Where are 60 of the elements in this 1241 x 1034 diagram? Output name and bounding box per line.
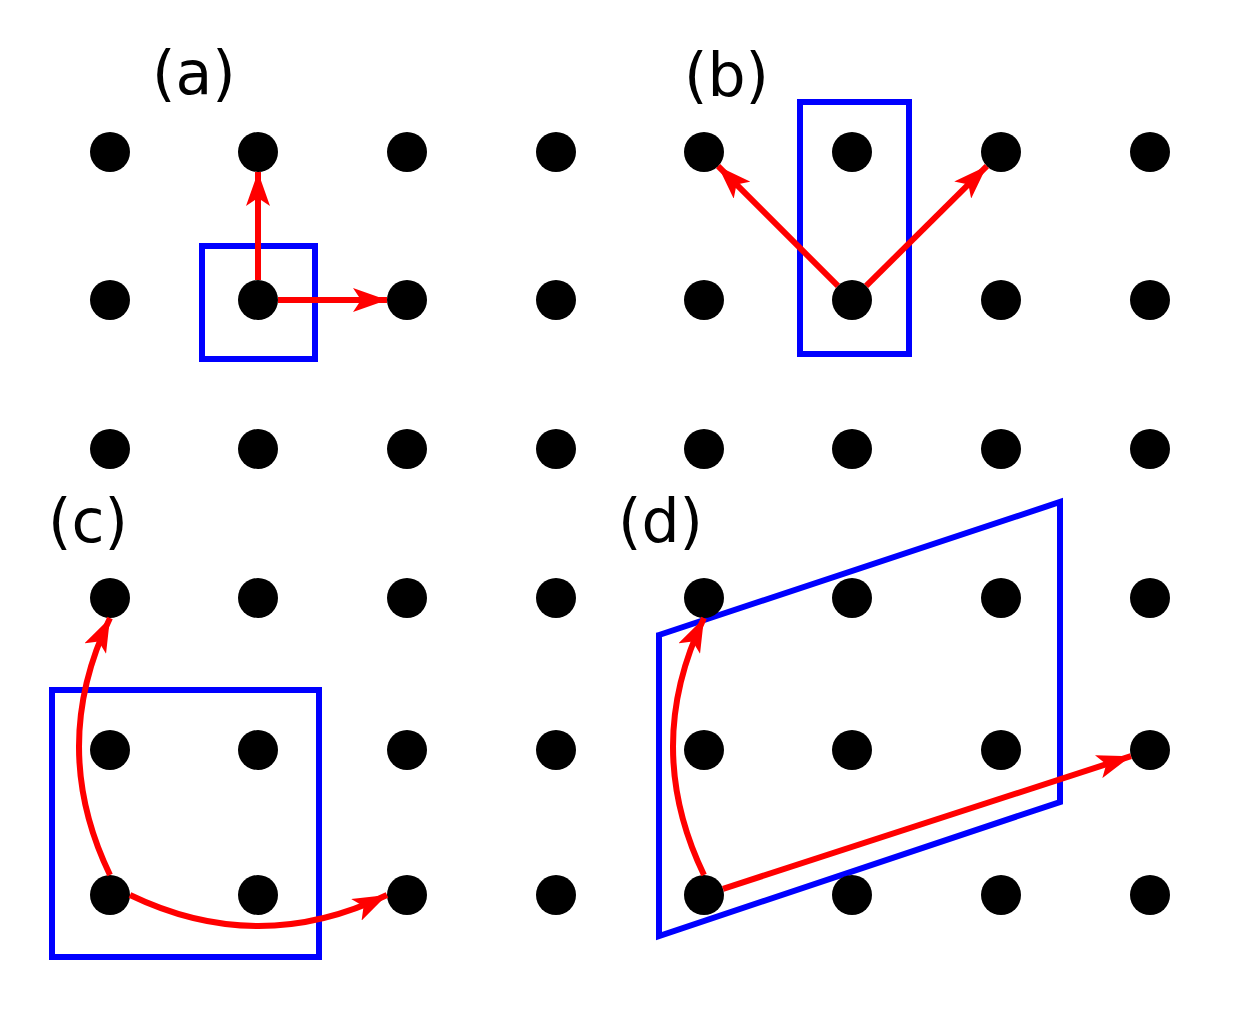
- lattice-point: [90, 280, 130, 320]
- lattice-point: [1130, 730, 1170, 770]
- lattice-point: [238, 578, 278, 618]
- lattice-point: [90, 875, 130, 915]
- lattice-point: [90, 132, 130, 172]
- lattice-point: [90, 429, 130, 469]
- lattice-point: [684, 429, 724, 469]
- lattice-point: [684, 280, 724, 320]
- lattice-point: [981, 875, 1021, 915]
- lattice-point: [238, 730, 278, 770]
- lattice-point: [981, 730, 1021, 770]
- panel-label: (d): [618, 486, 703, 556]
- lattice-point: [536, 429, 576, 469]
- lattice-point: [90, 730, 130, 770]
- lattice-point: [536, 730, 576, 770]
- lattice-point: [684, 578, 724, 618]
- lattice-point: [238, 132, 278, 172]
- lattice-point: [238, 429, 278, 469]
- lattice-point: [238, 280, 278, 320]
- lattice-point: [387, 132, 427, 172]
- lattice-point: [1130, 132, 1170, 172]
- lattice-point: [832, 280, 872, 320]
- lattice-point: [387, 875, 427, 915]
- lattice-point: [981, 578, 1021, 618]
- panel-label: (a): [152, 38, 236, 108]
- lattice-point: [832, 429, 872, 469]
- lattice-point: [981, 429, 1021, 469]
- lattice-point: [832, 578, 872, 618]
- lattice-vector-arrow: [128, 892, 389, 929]
- lattice-point: [684, 132, 724, 172]
- lattice-point: [684, 875, 724, 915]
- lattice-point: [981, 132, 1021, 172]
- lattice-vector-arrow: [864, 163, 989, 289]
- lattice-point: [387, 280, 427, 320]
- lattice-point: [387, 429, 427, 469]
- lattice-point: [1130, 429, 1170, 469]
- lattice-point: [90, 578, 130, 618]
- lattice-point: [387, 730, 427, 770]
- lattice-point: [536, 132, 576, 172]
- lattice-point: [1130, 280, 1170, 320]
- lattice-point: [981, 280, 1021, 320]
- lattice-vector-arrow: [670, 616, 707, 877]
- lattice-point: [387, 578, 427, 618]
- lattice-point: [238, 875, 278, 915]
- lattice-point: [832, 730, 872, 770]
- lattice-vector-arrow: [722, 753, 1132, 892]
- lattice-point: [536, 875, 576, 915]
- lattice-point: [1130, 578, 1170, 618]
- panel-label: (c): [48, 486, 128, 556]
- lattice-vector-arrow: [76, 616, 113, 877]
- lattice-point: [684, 730, 724, 770]
- lattice-point: [1130, 875, 1170, 915]
- lattice-point: [832, 132, 872, 172]
- lattice-vector-arrow: [716, 164, 840, 288]
- lattice-vector-arrow: [278, 288, 387, 312]
- lattice-point: [832, 875, 872, 915]
- lattice-point: [536, 578, 576, 618]
- panel-label: (b): [684, 40, 769, 110]
- lattice-vector-arrow: [246, 172, 270, 280]
- lattice-point: [536, 280, 576, 320]
